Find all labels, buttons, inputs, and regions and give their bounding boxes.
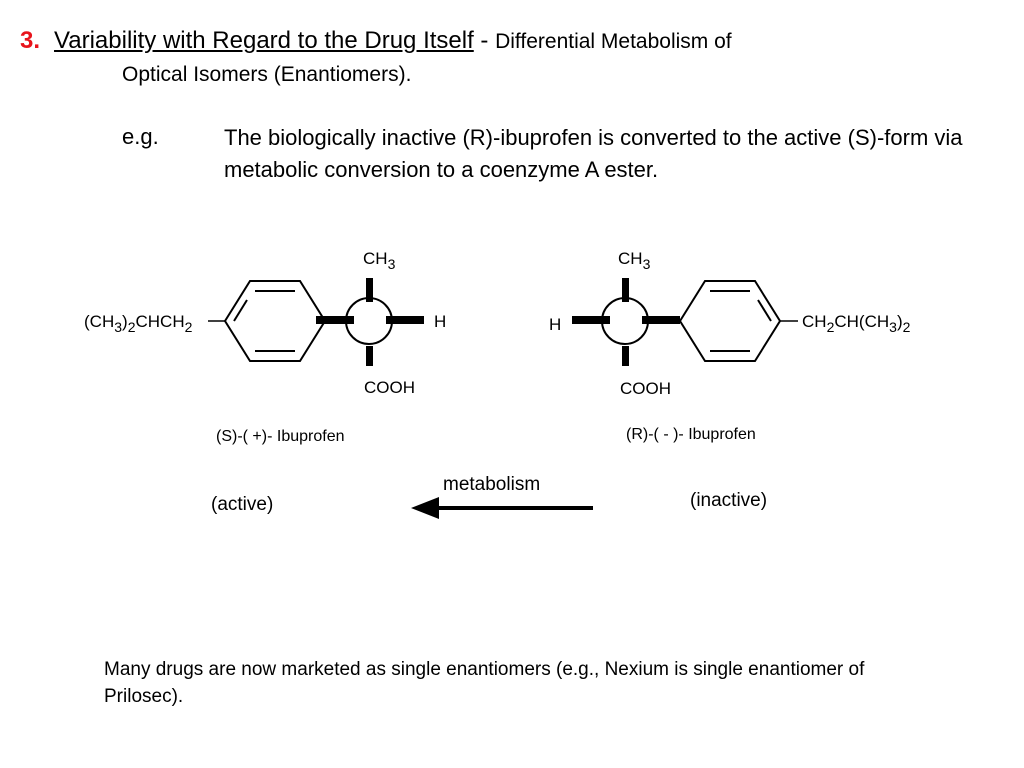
s-benzene-ring bbox=[223, 280, 327, 362]
s-methyl-label: CH3 bbox=[363, 249, 396, 272]
s-bottom-bond-thick bbox=[366, 346, 373, 366]
s-left-bond-thick bbox=[316, 316, 354, 324]
section-title: Variability with Regard to the Drug Itse… bbox=[54, 27, 474, 54]
r-benzene-ring bbox=[678, 280, 782, 362]
section-number: 3. bbox=[20, 27, 41, 54]
example-label: e.g. bbox=[122, 124, 159, 149]
s-isobutyl-label: (CH3)2CHCH2 bbox=[84, 312, 193, 335]
section-subtitle-line2: Optical Isomers (Enantiomers). bbox=[122, 63, 412, 86]
slide-heading: 3. Variability with Regard to the Drug It… bbox=[20, 26, 732, 57]
r-isobutyl-label: CH2CH(CH3)2 bbox=[802, 312, 911, 335]
r-right-bond-thick bbox=[642, 316, 680, 324]
r-ibuprofen-structure: CH3 H COOH CH2CH(CH3)2 (R)-( - )- Ibupro… bbox=[549, 249, 911, 511]
s-top-bond-thick bbox=[366, 278, 373, 302]
s-carboxyl-label: COOH bbox=[364, 378, 415, 397]
s-hydrogen-label: H bbox=[434, 312, 446, 331]
s-right-bond-thick bbox=[386, 316, 424, 324]
r-carboxyl-label: COOH bbox=[620, 379, 671, 398]
r-activity-label: (inactive) bbox=[690, 490, 767, 511]
r-benzene-inner-bonds bbox=[710, 290, 772, 352]
s-ibuprofen-structure: CH3 H COOH (CH3)2CHCH2 (S)-( +)- Ibuprof… bbox=[84, 249, 446, 515]
r-hydrogen-label: H bbox=[549, 315, 561, 334]
s-ibuprofen-name: (S)-( +)- Ibuprofen bbox=[216, 428, 344, 445]
section-subtitle: Differential Metabolism of bbox=[495, 30, 732, 53]
enantiomer-note: Many drugs are now marketed as single en… bbox=[104, 659, 865, 707]
arrowhead-icon bbox=[411, 497, 439, 519]
metabolism-label: metabolism bbox=[443, 474, 540, 495]
r-bottom-bond-thick bbox=[622, 346, 629, 366]
s-activity-label: (active) bbox=[211, 494, 273, 515]
r-methyl-label: CH3 bbox=[618, 249, 651, 272]
metabolism-arrow: metabolism bbox=[411, 474, 593, 519]
heading-dash: - bbox=[473, 27, 496, 54]
r-left-bond-thick bbox=[572, 316, 610, 324]
example-text: The biologically inactive (R)-ibuprofen … bbox=[224, 125, 963, 182]
s-benzene-inner-bonds bbox=[233, 290, 295, 352]
r-top-bond-thick bbox=[622, 278, 629, 302]
r-ibuprofen-name: (R)-( - )- Ibuprofen bbox=[626, 426, 756, 443]
